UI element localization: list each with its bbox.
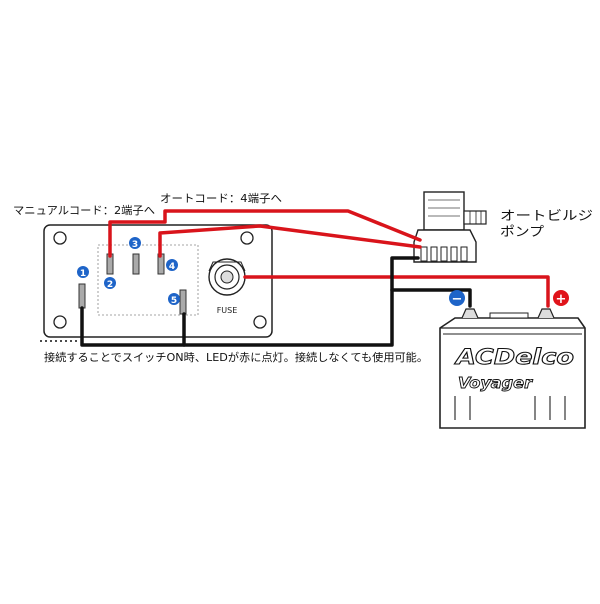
mount-hole <box>253 315 267 329</box>
terminal-1-blade <box>78 283 86 309</box>
auto-cord-wire <box>158 224 422 258</box>
switch-panel <box>43 224 273 338</box>
svg-text:+: + <box>556 292 567 307</box>
terminal-badge-1: 1 <box>77 266 89 279</box>
svg-text:4: 4 <box>169 262 175 272</box>
manual-cord-label: マニュアルコード：2端子へ <box>13 204 155 217</box>
svg-text:5: 5 <box>171 296 177 306</box>
terminal-5-blade <box>179 289 187 315</box>
positive-wire <box>243 275 550 308</box>
terminal-badge-3: 3 <box>129 237 141 250</box>
pump-label-line2: ポンプ <box>500 225 544 240</box>
led-note: 接続することでスイッチON時、LEDが赤に点灯。接続しなくても使用可能。 <box>44 350 428 364</box>
pump-ground-wire <box>80 256 420 347</box>
fuse-holder <box>208 258 246 296</box>
bilge-pump <box>413 191 487 263</box>
battery <box>439 308 586 429</box>
red-wires <box>108 209 550 308</box>
pump-label-line1: オートビルジ <box>500 209 593 224</box>
svg-text:1: 1 <box>80 269 86 279</box>
mount-hole <box>53 315 67 329</box>
manual-cord-wire <box>108 209 422 258</box>
svg-text:3: 3 <box>132 240 138 250</box>
negative-terminal-badge: − <box>449 290 465 307</box>
terminal-3-blade <box>132 253 140 275</box>
positive-terminal-badge: + <box>553 290 569 307</box>
fuse-label: FUSE <box>217 306 238 315</box>
terminal-badge-4: 4 <box>166 259 178 272</box>
svg-text:2: 2 <box>107 280 113 290</box>
mount-hole <box>240 231 254 245</box>
mount-hole <box>53 231 67 245</box>
black-wires <box>80 256 472 347</box>
svg-text:−: − <box>452 292 463 307</box>
battery-brand: ACDelco <box>454 345 574 369</box>
terminal-badge-5: 5 <box>168 293 180 306</box>
battery-negative-wire <box>390 288 472 308</box>
battery-model: Voyager <box>458 374 534 392</box>
terminal-badge-2: 2 <box>104 277 116 290</box>
auto-cord-label: オートコード：4端子へ <box>160 192 282 205</box>
